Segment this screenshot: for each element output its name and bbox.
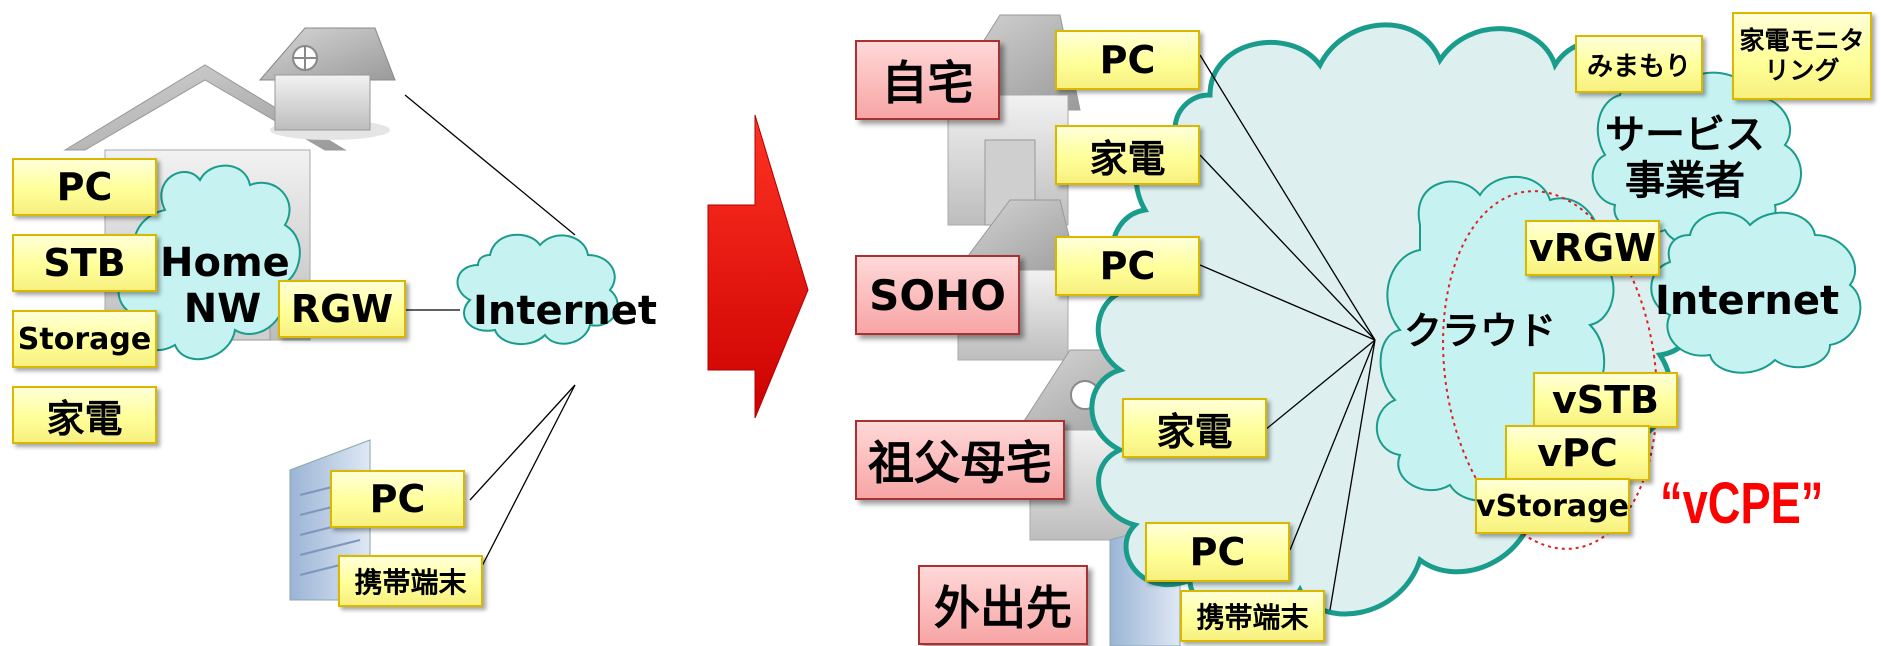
home-nw-label: Home NW xyxy=(160,240,290,332)
transition-arrow xyxy=(707,114,809,419)
vcpe-boundary xyxy=(1442,190,1658,550)
home-appliance-box: 家電 xyxy=(1055,125,1200,185)
place-soho: SOHO xyxy=(855,255,1020,335)
device-appliance: 家電 xyxy=(12,386,157,444)
vpc-box: vPC xyxy=(1505,425,1650,481)
outside-mobile-box: 携帯端末 xyxy=(1180,590,1325,642)
appliance-monitoring-box: 家電モニタ リング xyxy=(1732,12,1872,100)
place-outside: 外出先 xyxy=(918,565,1088,645)
internet-label-right: Internet xyxy=(1655,278,1840,324)
monitoring-service-box: みまもり xyxy=(1575,35,1703,93)
device-storage: Storage xyxy=(12,310,157,368)
device-pc: PC xyxy=(12,158,157,216)
internet-cloud xyxy=(456,233,619,346)
outside-pc-box: PC xyxy=(1145,522,1290,582)
vstorage-box: vStorage xyxy=(1475,478,1630,534)
place-home: 自宅 xyxy=(855,40,1000,120)
soho-pc-box: PC xyxy=(1055,236,1200,296)
right-connections xyxy=(1199,54,1376,611)
internet-cloud-right xyxy=(1650,211,1862,374)
home-pc-box: PC xyxy=(1055,30,1200,90)
grandparents-appliance-box: 家電 xyxy=(1122,398,1267,458)
internet-label: Internet xyxy=(472,288,658,334)
device-stb: STB xyxy=(12,234,157,292)
vrgw-box: vRGW xyxy=(1525,220,1660,276)
office-pc-box: PC xyxy=(330,470,465,528)
left-connections xyxy=(404,94,576,571)
cloud-label: クラウド xyxy=(1403,309,1556,353)
rgw-box: RGW xyxy=(278,280,406,338)
small-house-icon xyxy=(258,27,396,140)
vstb-box: vSTB xyxy=(1533,372,1678,428)
vcpe-label: “vCPE” xyxy=(1660,471,1824,536)
mobile-device-box: 携帯端末 xyxy=(338,555,483,607)
place-grandparents-home: 祖父母宅 xyxy=(855,420,1065,500)
service-provider-label: サービス 事業者 xyxy=(1605,112,1765,204)
